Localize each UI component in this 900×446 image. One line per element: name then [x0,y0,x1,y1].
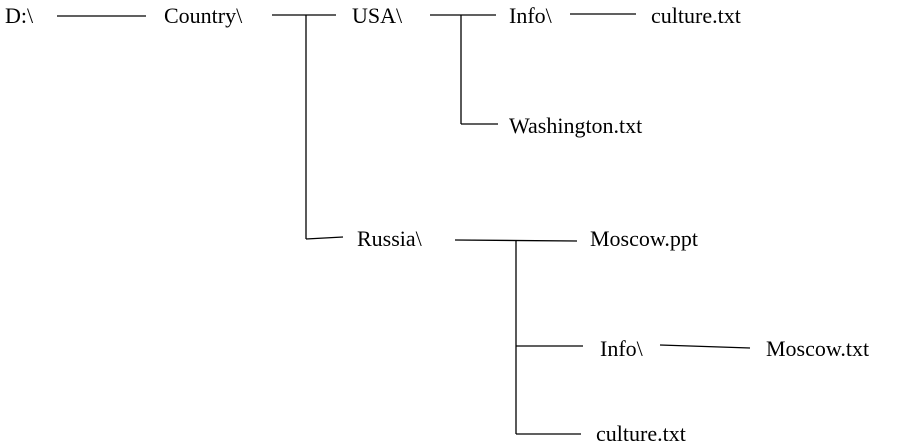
edge-info-moscow-txt [659,344,751,349]
node-usa-info-culture: culture.txt [651,3,741,28]
node-country: Country\ [164,3,243,28]
node-root: D:\ [5,3,34,28]
edge-country-russia [305,236,344,240]
node-russia-culture: culture.txt [596,421,686,446]
node-russia: Russia\ [357,226,423,251]
node-usa-washington: Washington.txt [509,113,642,138]
connectors [57,13,751,435]
node-usa-info: Info\ [509,3,553,28]
node-russia-moscow-ppt: Moscow.ppt [590,226,698,251]
node-russia-info-moscow: Moscow.txt [766,336,869,361]
node-russia-info: Info\ [600,336,644,361]
node-labels: D:\ Country\ USA\ Info\ culture.txt Wash… [5,3,869,446]
node-usa: USA\ [352,3,403,28]
